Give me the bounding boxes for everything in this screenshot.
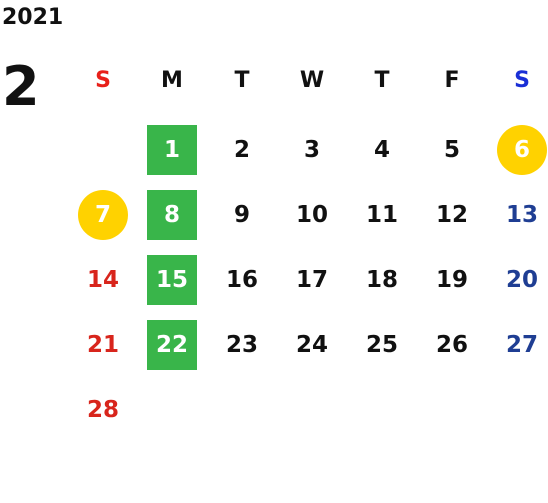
weekday-header: F	[444, 68, 460, 93]
day-cell[interactable]: 25	[365, 332, 398, 358]
calendar-year: 2021	[2, 5, 64, 30]
day-cell[interactable]: 12	[435, 202, 468, 228]
day-cell[interactable]: 19	[435, 267, 468, 293]
day-cell[interactable]: 21	[86, 332, 119, 358]
weekday-header: S	[514, 68, 530, 93]
day-cell[interactable]: 23	[225, 332, 258, 358]
weekday-header: S	[95, 68, 111, 93]
day-cell[interactable]: 10	[295, 202, 328, 228]
day-cell[interactable]: 28	[86, 397, 119, 423]
day-cell[interactable]: 2	[233, 137, 250, 163]
weekday-header: M	[161, 68, 183, 93]
weekday-header: W	[299, 68, 325, 93]
day-cell[interactable]: 24	[295, 332, 328, 358]
day-cell[interactable]: 16	[225, 267, 258, 293]
weekday-header: T	[234, 68, 250, 93]
weekday-header: T	[374, 68, 390, 93]
day-cell[interactable]: 11	[365, 202, 398, 228]
day-cell[interactable]: 14	[86, 267, 119, 293]
day-cell[interactable]: 22	[147, 320, 197, 370]
day-cell[interactable]: 5	[443, 137, 460, 163]
day-cell[interactable]: 9	[233, 202, 250, 228]
day-cell[interactable]: 1	[147, 125, 197, 175]
day-cell[interactable]: 17	[295, 267, 328, 293]
day-cell[interactable]: 6	[497, 125, 547, 175]
day-cell[interactable]: 8	[147, 190, 197, 240]
day-cell[interactable]: 18	[365, 267, 398, 293]
calendar-month: 2	[2, 55, 40, 118]
day-cell[interactable]: 7	[78, 190, 128, 240]
day-cell[interactable]: 15	[147, 255, 197, 305]
day-cell[interactable]: 4	[373, 137, 390, 163]
day-cell[interactable]: 27	[505, 332, 538, 358]
day-cell[interactable]: 20	[505, 267, 538, 293]
day-cell[interactable]: 13	[505, 202, 538, 228]
day-cell[interactable]: 3	[303, 137, 320, 163]
day-cell[interactable]: 26	[435, 332, 468, 358]
